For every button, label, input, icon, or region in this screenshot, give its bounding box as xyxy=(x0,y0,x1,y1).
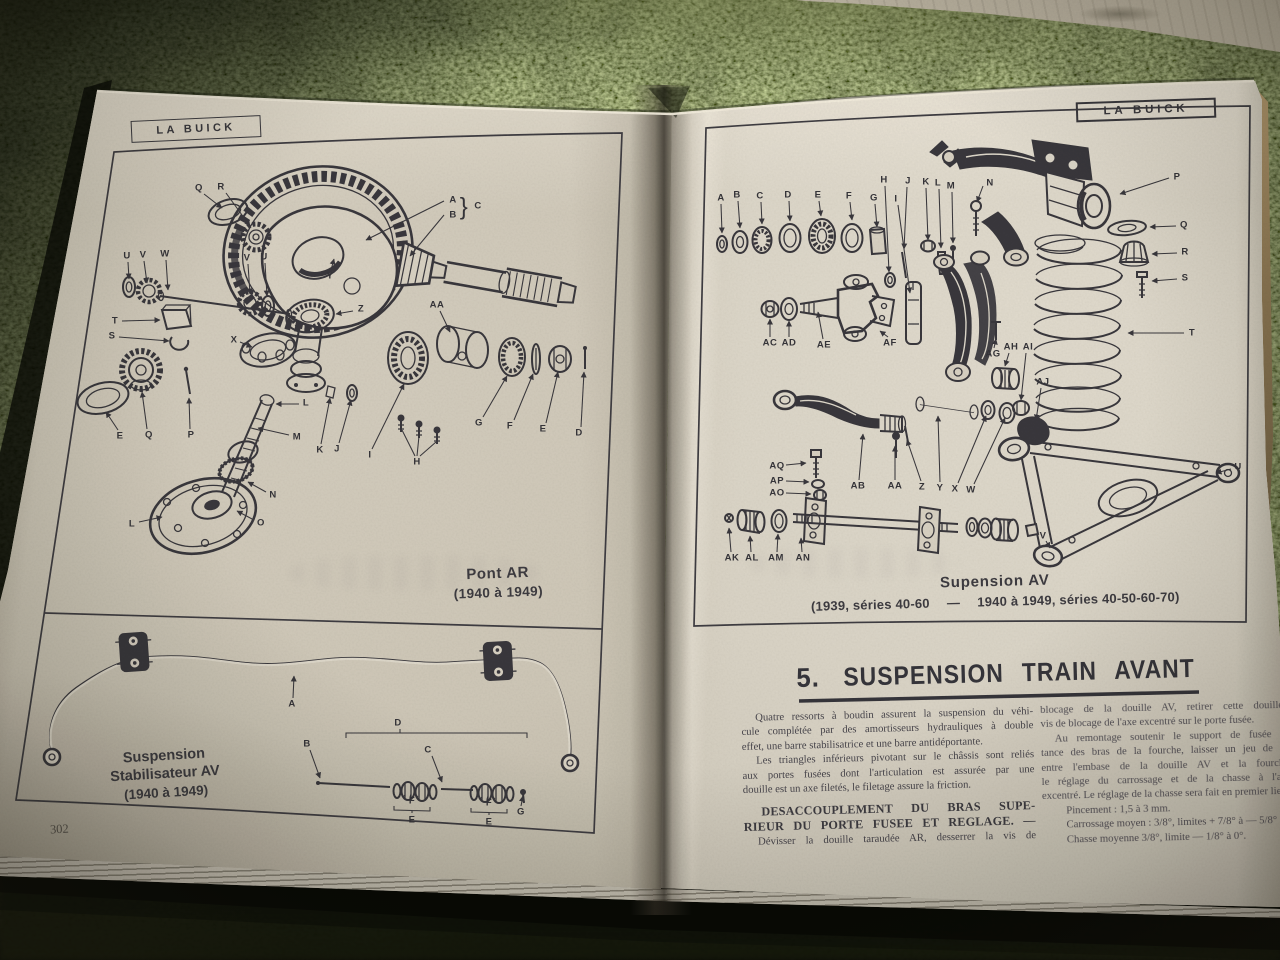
badge-right-label: LA BUICK xyxy=(1103,102,1189,118)
stabilisateur-caption: Suspension Stabilisateur AV (1940 à 1949… xyxy=(85,743,246,804)
badge-left-label: LA BUICK xyxy=(156,121,236,137)
section-number: 5. xyxy=(796,662,821,693)
pont-ar-caption-title: Pont AR xyxy=(466,563,530,584)
col-left-paragraphs: Quatre ressorts à boudin assurent la sus… xyxy=(741,704,1035,797)
page-number: 302 xyxy=(49,821,70,837)
text-column-right: blocage de la douille AV, retirer cette … xyxy=(1040,697,1280,847)
text-column-left: Quatre ressorts à boudin assurent la sus… xyxy=(741,704,1036,849)
pont-ar-caption: Pont AR (1940 à 1949) xyxy=(429,563,566,603)
col-right-paragraphs: blocage de la douille AV, retirer cette … xyxy=(1040,697,1280,847)
